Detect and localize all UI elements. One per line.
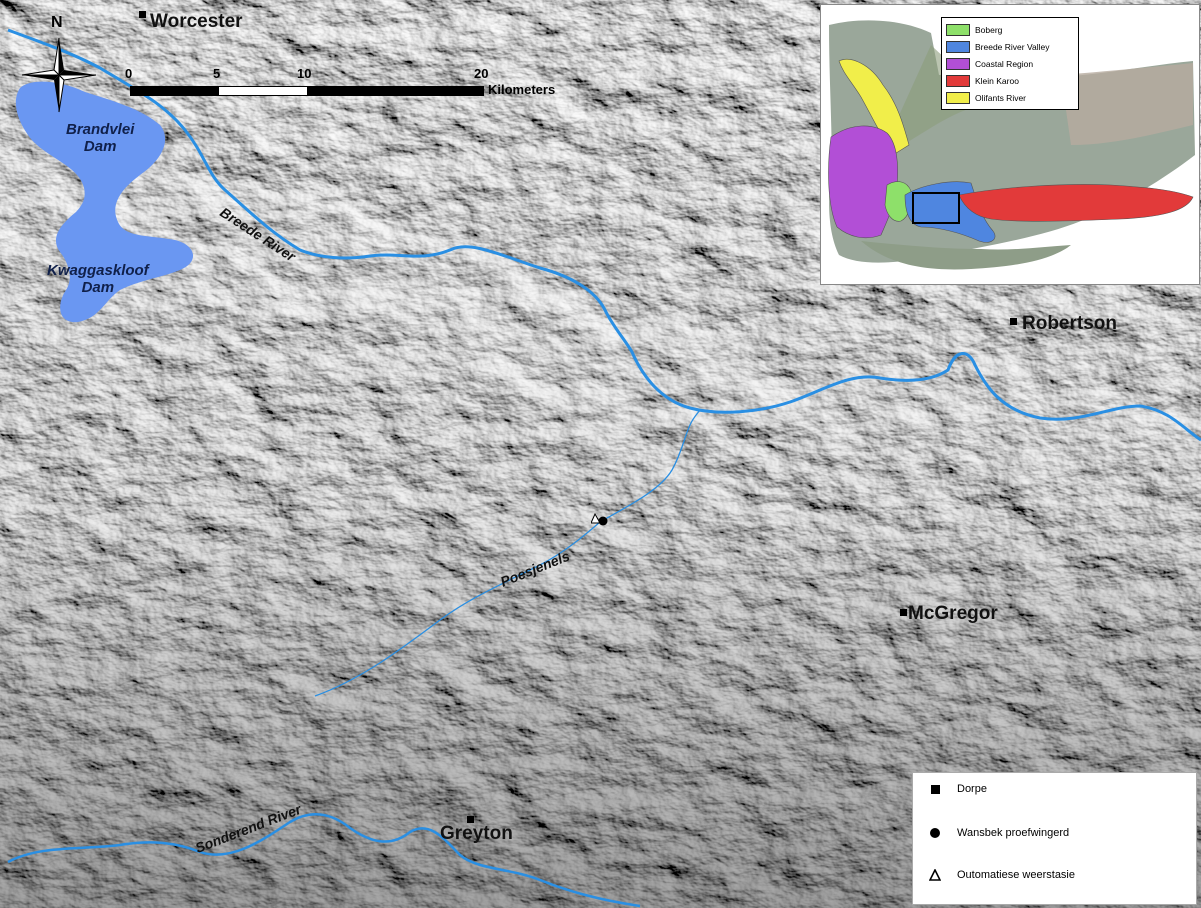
map-legend: Dorpe Wansbek proefwingerd Outomatiese w… xyxy=(912,772,1197,905)
scale-tick: 5 xyxy=(213,66,221,81)
inset-legend-label: Olifants River xyxy=(975,92,1027,103)
town-mcgregor[interactable]: McGregor xyxy=(908,603,998,624)
triangle-icon xyxy=(913,869,957,881)
town-worcester[interactable]: Worcester xyxy=(150,11,243,32)
inset-legend-label: Breede River Valley xyxy=(975,41,1050,52)
poesjenels-river-line xyxy=(314,409,701,697)
town-marker xyxy=(467,816,474,823)
town-marker xyxy=(139,11,146,18)
inset-legend-label: Boberg xyxy=(975,24,1003,35)
circle-icon xyxy=(913,828,957,838)
square-icon xyxy=(913,784,957,794)
inset-legend: Boberg Breede River Valley Coastal Regio… xyxy=(941,17,1079,110)
legend-swatch xyxy=(946,74,970,87)
legend-item-vineyard: Wansbek proefwingerd xyxy=(913,827,1069,839)
town-greyton[interactable]: Greyton xyxy=(440,823,513,844)
inset-map: Boberg Breede River Valley Coastal Regio… xyxy=(820,4,1200,285)
scale-tick: 20 xyxy=(474,66,489,81)
legend-item-towns: Dorpe xyxy=(913,783,987,795)
legend-swatch xyxy=(946,40,970,53)
scale-unit: Kilometers xyxy=(488,82,556,97)
inset-legend-label: Coastal Region xyxy=(975,58,1034,69)
north-label: N xyxy=(51,14,63,31)
town-marker xyxy=(900,609,907,616)
town-robertson[interactable]: Robertson xyxy=(1022,313,1117,334)
legend-swatch xyxy=(946,23,970,36)
inset-legend-label: Klein Karoo xyxy=(975,75,1019,86)
scale-tick: 0 xyxy=(125,66,133,81)
sonderend-river-line xyxy=(7,813,641,908)
inset-legend-item: Olifants River xyxy=(946,89,1074,106)
breede-river-line xyxy=(7,28,1201,442)
north-arrow-icon xyxy=(21,37,97,113)
scale-bar xyxy=(130,86,484,96)
legend-label: Outomatiese weerstasie xyxy=(957,869,1075,881)
study-area-box xyxy=(912,192,960,224)
inset-legend-item: Breede River Valley xyxy=(946,38,1074,55)
inset-legend-item: Coastal Region xyxy=(946,55,1074,72)
legend-label: Wansbek proefwingerd xyxy=(957,827,1070,839)
dam-water xyxy=(15,81,194,323)
legend-item-weather-station: Outomatiese weerstasie xyxy=(913,869,1075,881)
inset-regions xyxy=(828,20,1195,270)
inset-legend-item: Klein Karoo xyxy=(946,72,1074,89)
legend-swatch xyxy=(946,57,970,70)
scale-tick: 10 xyxy=(297,66,312,81)
town-marker xyxy=(1010,318,1017,325)
legend-swatch xyxy=(946,91,970,104)
legend-label: Dorpe xyxy=(957,783,987,795)
vineyard-site-icon[interactable] xyxy=(591,512,611,528)
inset-legend-item: Boberg xyxy=(946,21,1074,38)
